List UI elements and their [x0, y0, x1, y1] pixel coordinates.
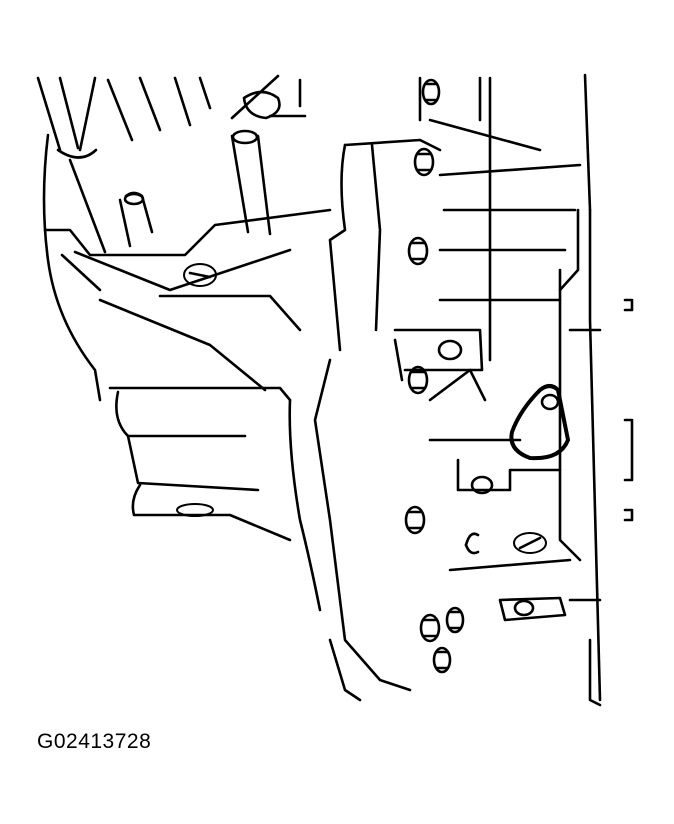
upper-pipes — [36, 74, 307, 254]
center-flange — [288, 138, 572, 702]
figure-caption-code: G02413728 — [37, 730, 152, 753]
plug-highlight — [509, 384, 570, 461]
left-housing — [42, 133, 332, 542]
transaxle-illustration — [36, 73, 634, 707]
right-case — [418, 73, 634, 707]
bolts — [404, 78, 465, 674]
